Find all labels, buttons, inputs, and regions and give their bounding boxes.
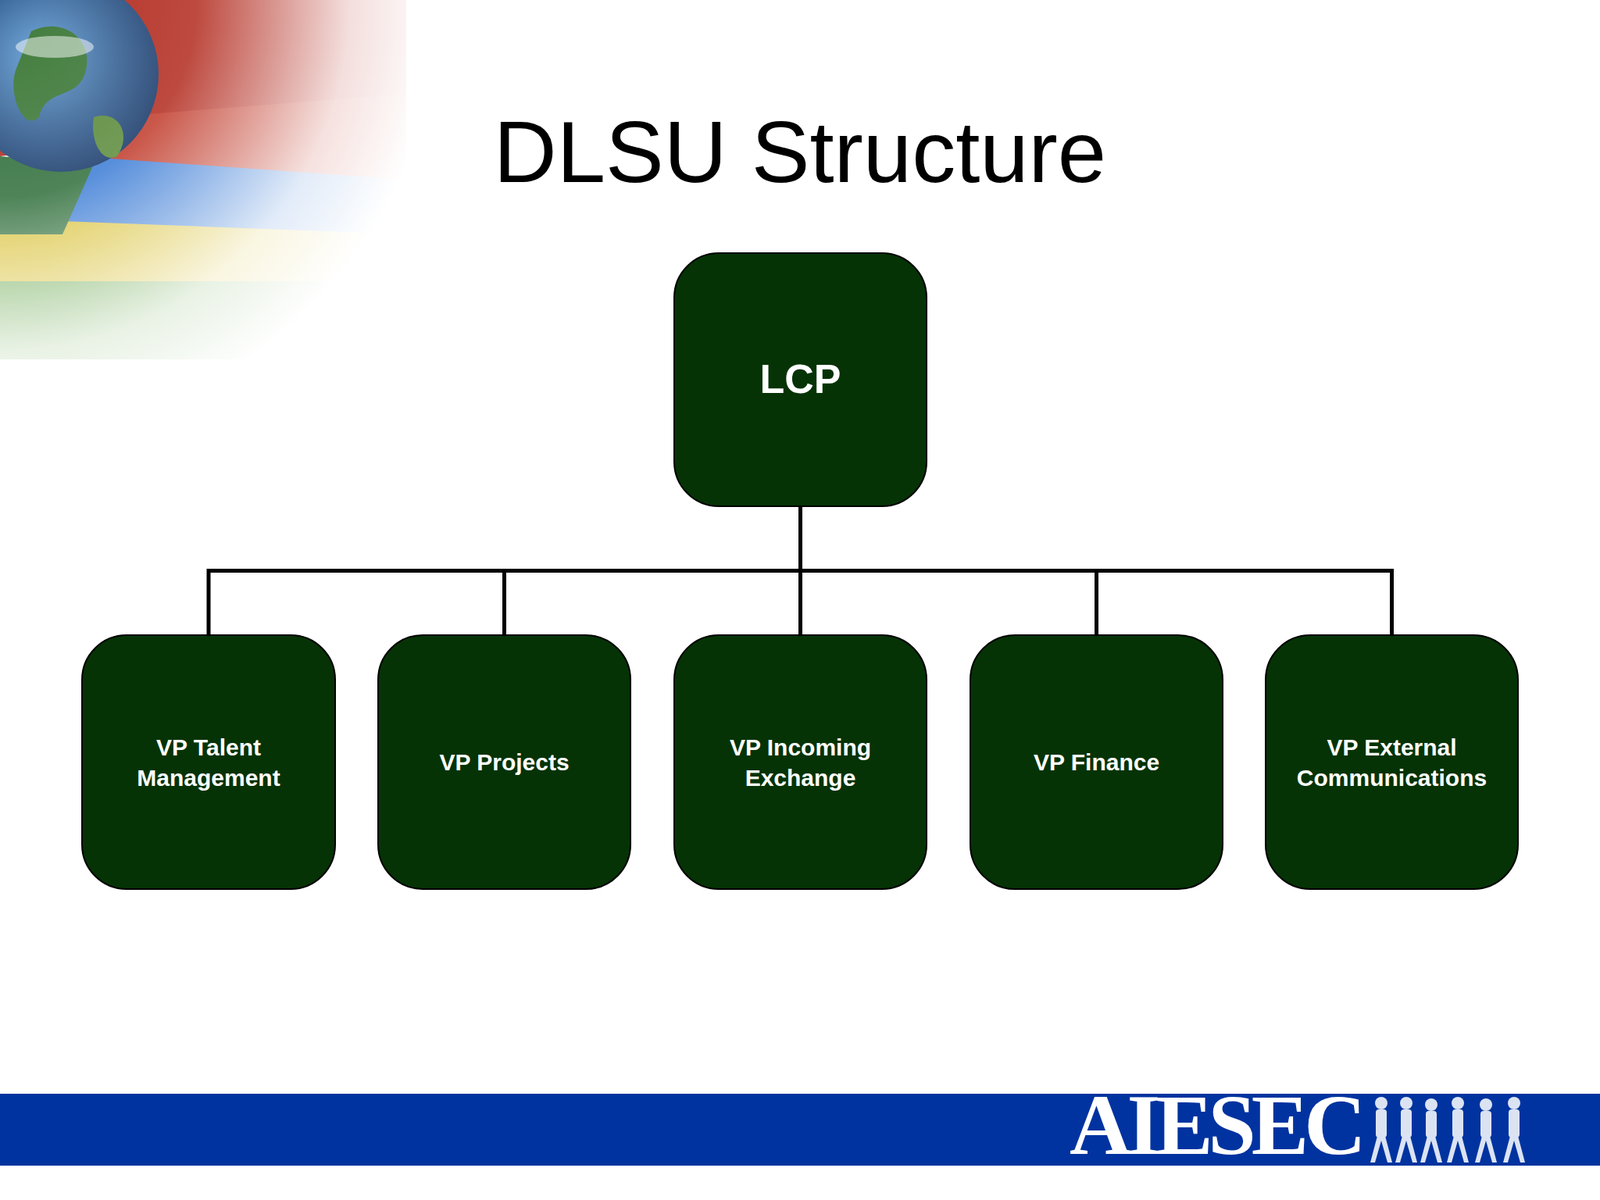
connector-line — [208, 507, 801, 635]
box-label: LCP — [760, 353, 842, 407]
globe-illustration — [0, 0, 485, 438]
person-figure — [1395, 1096, 1418, 1163]
role-box: VP Projects — [377, 634, 632, 890]
person-figure — [1475, 1098, 1497, 1163]
person-figure — [1503, 1096, 1525, 1163]
person-figure — [1420, 1098, 1443, 1163]
connector-line — [504, 507, 801, 635]
illustration-fade — [0, 0, 485, 438]
leader-box: LCP — [673, 252, 928, 508]
role-box: VP External Communications — [1264, 634, 1519, 890]
logo-wordmark: AIESEC — [1069, 1082, 1362, 1168]
role-box: VP Finance — [969, 634, 1224, 890]
box-label: VP Projects — [439, 746, 569, 778]
role-box: VP Incoming Exchange — [673, 634, 928, 890]
box-label: VP Talent Management — [87, 732, 330, 793]
slide-title: DLSU Structure — [0, 100, 1600, 205]
role-box: VP Talent Management — [81, 634, 336, 890]
person-figure — [1446, 1096, 1469, 1163]
people-silhouettes — [1370, 1096, 1525, 1163]
box-label: VP Incoming Exchange — [679, 732, 922, 793]
connector-line — [800, 507, 1393, 635]
person-figure — [1370, 1096, 1393, 1163]
box-label: VP Finance — [1033, 746, 1160, 778]
box-label: VP External Communications — [1271, 732, 1513, 793]
